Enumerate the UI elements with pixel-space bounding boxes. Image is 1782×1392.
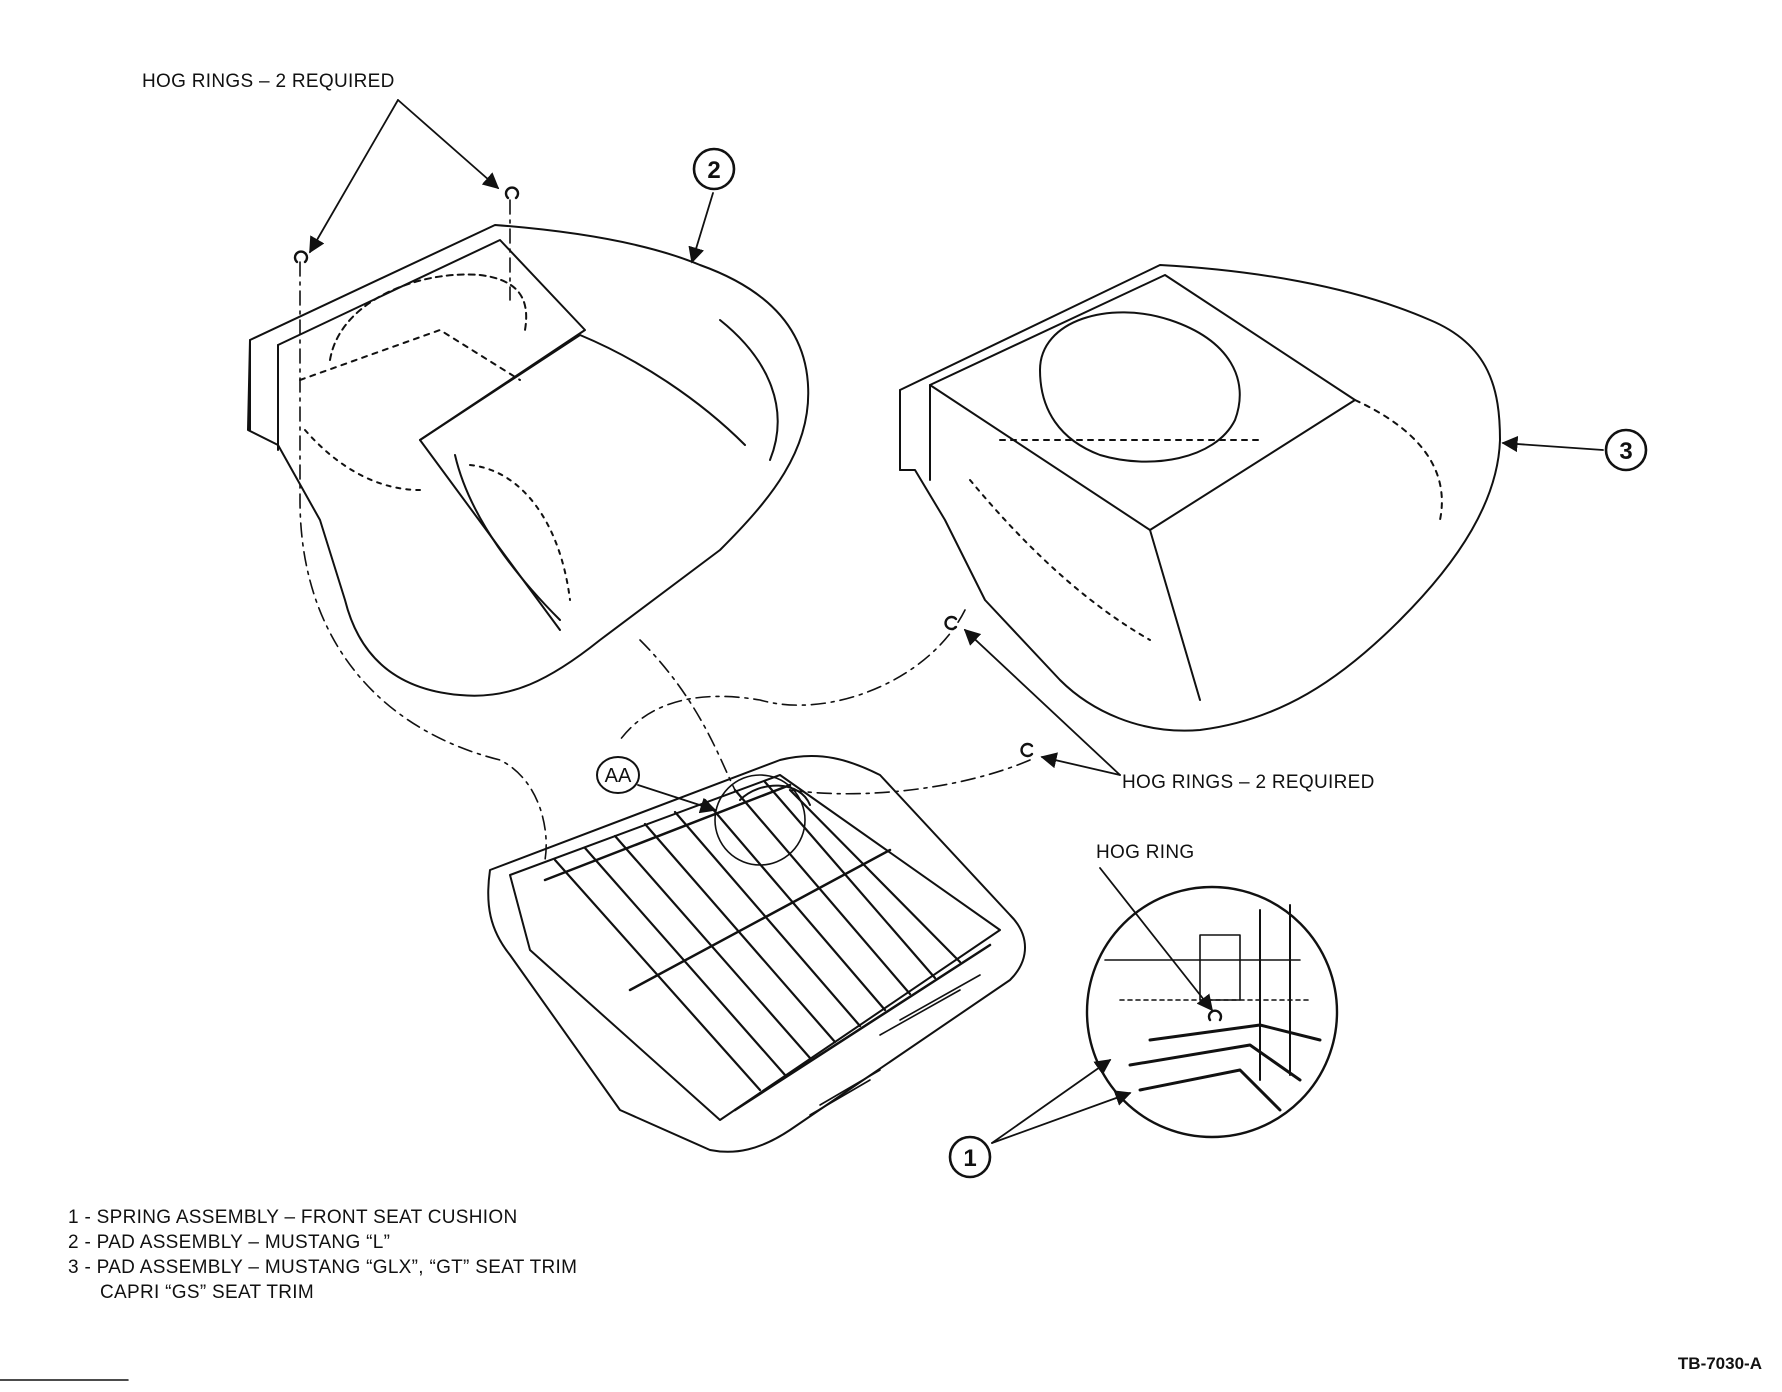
figure-code: TB-7030-A <box>1677 1354 1762 1373</box>
leader-callout-aa <box>637 784 717 814</box>
callout-3-circle <box>1604 428 1648 472</box>
parts-legend: 1 - SPRING ASSEMBLY – FRONT SEAT CUSHION… <box>68 1205 577 1305</box>
hog-ring-left <box>293 250 309 264</box>
callout-1-circle <box>948 1135 992 1179</box>
detail-aa-view <box>1085 885 1339 1139</box>
hog-rings <box>293 186 1034 758</box>
hog-ring-low <box>1020 742 1034 758</box>
pad-assembly-mustang-l <box>247 224 810 697</box>
legend-item-3-continued: CAPRI “GS” SEAT TRIM <box>100 1282 314 1303</box>
leader-arrows <box>309 99 1604 1144</box>
callout-2-number: 2 <box>707 157 720 184</box>
label-hog-ring-detail: HOG RING <box>1096 842 1195 863</box>
leader-callout-1-a <box>991 1059 1112 1144</box>
hog-ring-mid <box>944 615 958 631</box>
pad-assembly-mustang-glx-gt <box>899 264 1501 732</box>
spring-assembly-frame <box>487 754 1026 1153</box>
leader-hog-rings-top <box>397 99 500 190</box>
leader-hog-rings-right-a <box>963 628 1121 776</box>
leader-hog-ring-detail <box>1099 867 1214 1012</box>
leader-callout-2 <box>688 192 714 264</box>
leader-hog-rings-right-b <box>1040 752 1121 776</box>
legend-item-2: 2 - PAD ASSEMBLY – MUSTANG “L” <box>68 1232 391 1253</box>
legend-item-1: 1 - SPRING ASSEMBLY – FRONT SEAT CUSHION <box>68 1207 518 1228</box>
leader-hog-rings-left <box>309 99 399 254</box>
callout-aa-circle <box>596 756 640 794</box>
assembly-guide-lines <box>299 199 1031 861</box>
callout-3-number: 3 <box>1619 438 1632 465</box>
hog-ring-top <box>504 186 520 200</box>
leader-callout-1-b <box>991 1090 1132 1144</box>
leader-callout-3 <box>1501 435 1604 453</box>
callout-2-circle <box>692 147 736 191</box>
label-hog-rings-top: HOG RINGS – 2 REQUIRED <box>142 71 395 92</box>
callout-aa-label: AA <box>605 765 632 787</box>
legend-item-3: 3 - PAD ASSEMBLY – MUSTANG “GLX”, “GT” S… <box>68 1257 578 1278</box>
label-hog-rings-right: HOG RINGS – 2 REQUIRED <box>1122 772 1375 793</box>
callout-1-number: 1 <box>963 1145 976 1172</box>
